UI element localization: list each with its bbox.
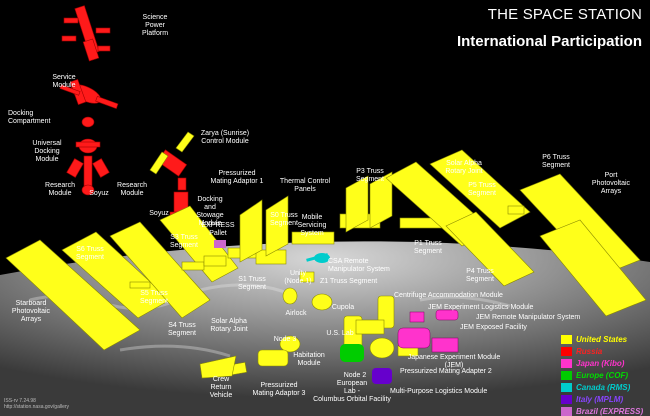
title-line1: THE SPACE STATION (487, 6, 642, 23)
legend-label: United States (576, 334, 628, 344)
label-european-lab: European Lab - Columbus Orbital Facility (313, 380, 391, 403)
brazil-express (214, 240, 226, 248)
legend-item: Europe (COF) (561, 369, 649, 381)
label-mplm: Multi-Purpose Logistics Module (390, 388, 488, 395)
legend-item: United States (561, 333, 649, 345)
legend-label: Brazil (EXPRESS) (576, 406, 644, 416)
label-docking-stowage: Docking and Stowage Module (196, 196, 224, 227)
label-pma2: Pressurized Mating Adapter 2 (400, 368, 492, 375)
label-research-module-right: Research Module (117, 182, 147, 197)
label-s5-truss: S5 Truss Segment (139, 290, 169, 305)
label-research-module-left: Research Module (45, 182, 75, 197)
label-starboard-arrays: Starboard Photovoltaic Arrays (11, 300, 51, 323)
label-us-lab: U.S. Lab (326, 330, 354, 337)
canada-rms (306, 253, 330, 263)
label-pma3: Pressurized Mating Adaptor 3 (252, 382, 306, 397)
label-p1-truss: P1 Truss Segment (413, 240, 443, 255)
title-line2: International Participation (456, 33, 642, 50)
legend-swatch (561, 370, 572, 380)
label-habitation: Habitation Module (293, 352, 325, 367)
label-z1-truss: Z1 Truss Segment (320, 278, 378, 285)
label-solar-alpha-bottom: Solar Alpha Rotary Joint (210, 318, 248, 333)
credit: ISS-rv 7.24.98 http://station.nasa.gov/g… (4, 398, 70, 410)
legend-swatch (561, 394, 572, 404)
label-thermal-control: Thermal Control Panels (279, 178, 331, 193)
label-jem-elm: JEM Experiment Logistics Module (428, 304, 534, 311)
japan-kibo (397, 309, 459, 353)
legend-label: Europe (COF) (576, 370, 628, 380)
europe-columbus (340, 344, 364, 362)
label-service-module: Service Module (52, 74, 76, 89)
label-s6-truss: S6 Truss Segment (75, 246, 105, 261)
label-s4-truss: S4 Truss Segment (167, 322, 197, 337)
legend-item: Japan (Kibo) (561, 357, 649, 369)
label-science-power-platform: Science Power Platform (141, 14, 169, 37)
label-express-pallet: EXPRESS Pallet (201, 222, 235, 237)
label-unity: Unity (Node 1) (284, 270, 312, 285)
label-node2: Node 2 (343, 372, 367, 379)
label-node3: Node 3 (273, 336, 297, 343)
legend-label: Canada (RMS) (576, 382, 631, 392)
italy-mplm (372, 368, 392, 384)
label-zarya: Zarya (Sunrise) Control Module (200, 130, 250, 145)
label-universal-docking-module: Universal Docking Module (32, 140, 62, 163)
label-soyuz-top: Soyuz (89, 190, 109, 197)
label-p3-truss: P3 Truss Segment (355, 168, 385, 183)
legend-item: Italy (MPLM) (561, 393, 649, 405)
legend-swatch (561, 346, 572, 356)
legend-swatch (561, 358, 572, 368)
label-p6-truss: P6 Truss Segment (541, 154, 571, 169)
label-jem-ef: JEM Exposed Facility (460, 324, 527, 331)
label-soyuz-mid: Soyuz (149, 210, 169, 217)
legend-label: Russia (576, 346, 603, 356)
label-pma1: Pressurized Mating Adaptor 1 (210, 170, 264, 185)
legend-swatch (561, 382, 572, 392)
label-s0-truss: S0 Truss Segment (269, 212, 299, 227)
label-centrifuge: Centrifuge Accommodation Module (394, 292, 503, 299)
label-port-arrays: Port Photovoltaic Arrays (591, 172, 631, 195)
legend-label: Japan (Kibo) (576, 358, 625, 368)
legend-swatch (561, 334, 572, 344)
label-p4-truss: P4 Truss Segment (465, 268, 495, 283)
legend-swatch (561, 406, 572, 416)
label-airlock: Airlock (285, 310, 307, 317)
legend-label: Italy (MPLM) (576, 394, 624, 404)
us-segment (5, 131, 647, 379)
legend-item: Canada (RMS) (561, 381, 649, 393)
label-s3-truss: S3 Truss Segment (169, 234, 199, 249)
label-jem-rms: JEM Remote Manipulator System (476, 314, 581, 321)
label-mobile-servicing: Mobile Servicing System (297, 214, 327, 237)
label-jem: Japanese Experiment Module (JEM) (407, 354, 501, 369)
label-s1-truss: S1 Truss Segment (237, 276, 267, 291)
legend-item: Russia (561, 345, 649, 357)
label-docking-compartment: Docking Compartment (8, 110, 51, 125)
label-crew-return: Crew Return Vehicle (209, 376, 233, 399)
legend-item: Brazil (EXPRESS) (561, 405, 649, 416)
label-cupola: Cupola (331, 304, 355, 311)
label-p5-truss: P5 Truss Segment (467, 182, 497, 197)
label-solar-alpha-top: Solar Alpha Rotary Joint (445, 160, 483, 175)
label-csa-rms: CSA Remote Manipulator System (328, 258, 390, 273)
